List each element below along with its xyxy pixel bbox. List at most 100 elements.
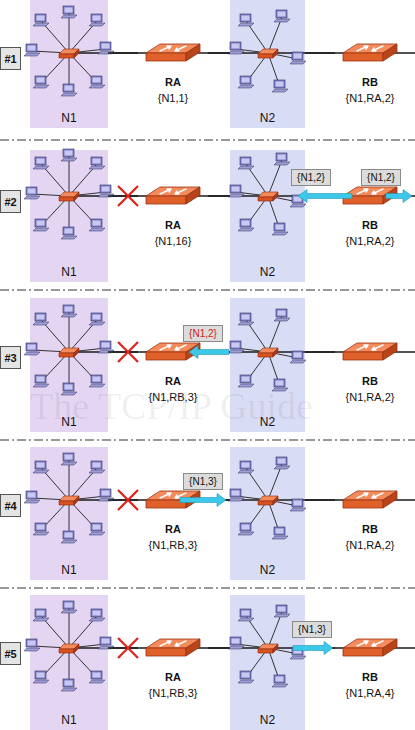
computer-screen (278, 311, 286, 316)
router-front (343, 352, 383, 360)
computer-keyboard (33, 23, 49, 26)
router-icon (335, 632, 405, 662)
router-front (146, 53, 186, 61)
computer-screen (242, 315, 250, 320)
panel-separator (0, 588, 415, 589)
computer-screen (37, 377, 45, 382)
router-side (186, 639, 200, 656)
message-text: {N1,2} (367, 172, 395, 183)
router-icon (138, 632, 208, 662)
network-name: N2 (260, 111, 275, 125)
router-icon (335, 336, 405, 366)
routing-entry: {N1,16} (138, 233, 208, 249)
computer-keyboard (24, 500, 40, 503)
computer-keyboard (238, 470, 254, 473)
message-text: {N1,3} (189, 476, 217, 487)
computer-monitor (240, 313, 251, 321)
computer-monitor (91, 219, 102, 227)
router-side (383, 639, 397, 656)
computer-screen (276, 225, 284, 230)
message-direction-arrow (298, 190, 352, 203)
computer-keyboard (272, 388, 288, 391)
computer-monitor (100, 637, 111, 645)
hub-front (258, 649, 273, 653)
router-node: RB{N1,RA,2} (335, 180, 405, 244)
computer-keyboard (61, 236, 77, 239)
computer-screen (37, 221, 45, 226)
computer-keyboard (61, 15, 77, 18)
computer-screen (65, 455, 73, 460)
network-cable (69, 608, 70, 648)
computer-monitor (35, 375, 46, 383)
network-name: N1 (61, 563, 76, 577)
computer-screen (28, 345, 36, 350)
network-name: N2 (260, 415, 275, 429)
computer-keyboard (33, 322, 49, 325)
computer-keyboard (33, 228, 49, 231)
router-node: RB{N1,RA,4} (335, 632, 405, 696)
computer-monitor (292, 499, 303, 507)
computer-monitor (26, 44, 37, 52)
router-node: RA{N1,1} (138, 37, 208, 101)
computer-monitor (240, 609, 251, 617)
network-link (108, 52, 138, 54)
computer-screen (37, 159, 45, 164)
computer-keyboard (89, 85, 105, 88)
computer-keyboard (61, 314, 77, 317)
router-name: RA (138, 521, 208, 537)
computer-keyboard (290, 656, 306, 659)
computer-monitor (91, 14, 102, 22)
rip-message-box: {N1,2} (183, 325, 223, 342)
message-text: {N1,2} (189, 328, 217, 339)
computer-monitor (240, 219, 251, 227)
computer-keyboard (238, 680, 254, 683)
computer-screen (232, 44, 240, 49)
computer-monitor (63, 84, 74, 92)
computer-keyboard (33, 166, 49, 169)
step-number-box: #1 (0, 47, 21, 70)
computer-keyboard (290, 508, 306, 511)
router-front (343, 53, 383, 61)
computer-screen (28, 641, 36, 646)
network-cable (69, 312, 70, 352)
router-arrows-symbol (357, 493, 383, 498)
computer-keyboard (61, 93, 77, 96)
network-link (108, 499, 138, 501)
computer-monitor (63, 305, 74, 313)
computer-monitor (240, 76, 251, 84)
router-front (343, 648, 383, 656)
computer-screen (278, 459, 286, 464)
computer-monitor (276, 309, 287, 317)
computer-monitor (100, 341, 111, 349)
message-direction-arrow (189, 346, 229, 359)
computer-monitor (274, 80, 285, 88)
step-number: #4 (4, 500, 16, 512)
router-node: RB{N1,RA,2} (335, 37, 405, 101)
computer-monitor (292, 52, 303, 60)
computer-screen (232, 491, 240, 496)
computer-monitor (274, 379, 285, 387)
computer-screen (242, 221, 250, 226)
step-number-box: #4 (0, 494, 21, 517)
router-front (146, 648, 186, 656)
computer-keyboard (33, 618, 49, 621)
router-name: RA (138, 217, 208, 233)
routing-entry: {N1,RB,3} (138, 685, 208, 701)
computer-monitor (91, 313, 102, 321)
computer-screen (294, 54, 302, 59)
computer-keyboard (238, 384, 254, 387)
computer-monitor (35, 14, 46, 22)
computer-monitor (35, 157, 46, 165)
computer-screen (65, 8, 73, 13)
message-direction-arrow (293, 642, 333, 655)
computer-screen (65, 385, 73, 390)
computer-screen (242, 159, 250, 164)
router-node: RA{N1,RB,3} (138, 632, 208, 696)
router-arrows-symbol (160, 189, 186, 194)
computer-monitor (91, 609, 102, 617)
routing-entry: {N1,RA,4} (335, 685, 405, 701)
computer-screen (242, 377, 250, 382)
computer-keyboard (89, 322, 105, 325)
computer-screen (93, 673, 101, 678)
computer-keyboard (89, 532, 105, 535)
